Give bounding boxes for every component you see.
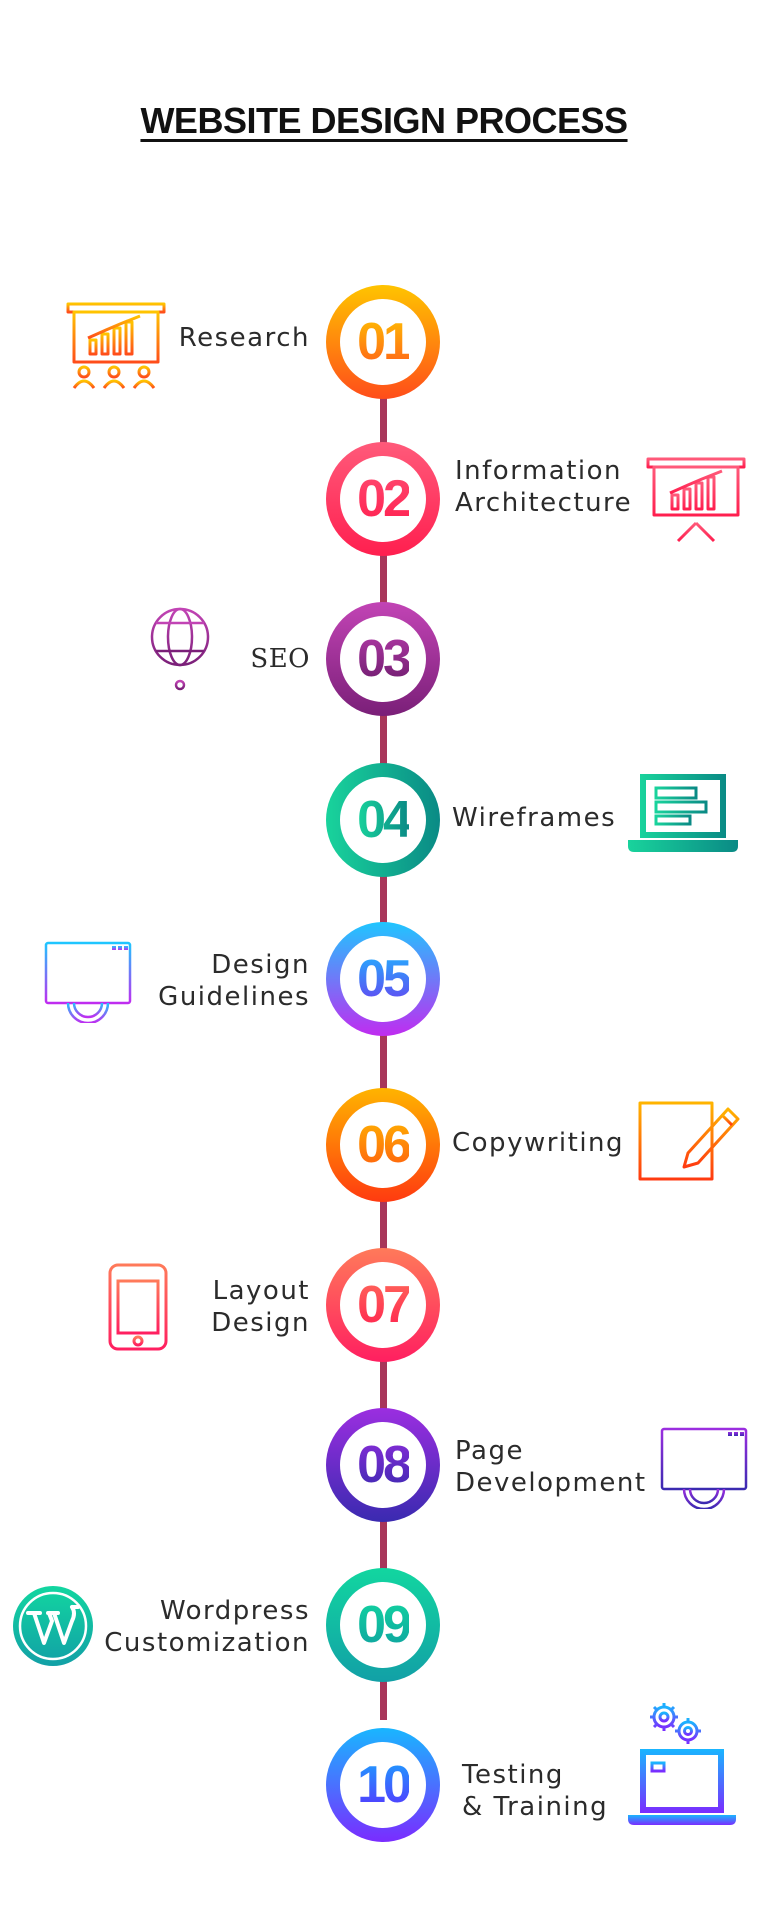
step-number-badge: 10 bbox=[326, 1728, 440, 1842]
step-10: 10 Testing& Training bbox=[0, 1703, 768, 1853]
mobile-layout-icon bbox=[108, 1263, 168, 1351]
step-number-badge: 08 bbox=[326, 1408, 440, 1522]
presentation-board-icon bbox=[646, 451, 746, 543]
step-number-badge: 07 bbox=[326, 1248, 440, 1362]
step-label: Copywriting bbox=[452, 1128, 625, 1158]
step-number-badge: 01 bbox=[326, 285, 440, 399]
page-title: WEBSITE DESIGN PROCESS bbox=[140, 100, 628, 141]
laptop-gears-icon bbox=[628, 1703, 736, 1825]
step-number: 04 bbox=[357, 791, 412, 849]
step-number: 09 bbox=[357, 1596, 412, 1654]
presentation-audience-icon bbox=[66, 296, 166, 389]
step-number-badge: 03 bbox=[326, 602, 440, 716]
step-label: Wireframes bbox=[452, 803, 617, 833]
step-number-badge: 06 bbox=[326, 1088, 440, 1202]
step-04: 04 Wireframes bbox=[0, 748, 768, 888]
browser-gear-icon bbox=[44, 941, 132, 1023]
laptop-wireframe-icon bbox=[628, 774, 738, 852]
document-pen-icon bbox=[638, 1101, 740, 1181]
step-03: 03 SEO bbox=[0, 587, 768, 727]
step-label: SEO bbox=[250, 644, 310, 674]
step-label: Research bbox=[178, 323, 310, 353]
step-number: 05 bbox=[357, 950, 412, 1008]
step-number-badge: 02 bbox=[326, 442, 440, 556]
step-number: 01 bbox=[357, 313, 412, 371]
step-number: 08 bbox=[357, 1436, 412, 1494]
step-number: 03 bbox=[357, 630, 412, 688]
step-01: 01 Research bbox=[0, 270, 768, 410]
step-06: 06 Copywriting bbox=[0, 1073, 768, 1213]
wordpress-logo-icon bbox=[13, 1586, 93, 1666]
step-number: 10 bbox=[357, 1756, 412, 1814]
step-number: 02 bbox=[357, 470, 412, 528]
globe-network-icon bbox=[144, 607, 216, 691]
step-number-badge: 09 bbox=[326, 1568, 440, 1682]
step-label: Testing& Training bbox=[462, 1760, 609, 1822]
step-number-badge: 04 bbox=[326, 763, 440, 877]
step-number: 06 bbox=[357, 1116, 412, 1174]
timeline-spine bbox=[380, 380, 387, 1720]
step-number-badge: 05 bbox=[326, 922, 440, 1036]
step-number: 07 bbox=[357, 1276, 412, 1334]
browser-gear-icon bbox=[660, 1427, 748, 1509]
